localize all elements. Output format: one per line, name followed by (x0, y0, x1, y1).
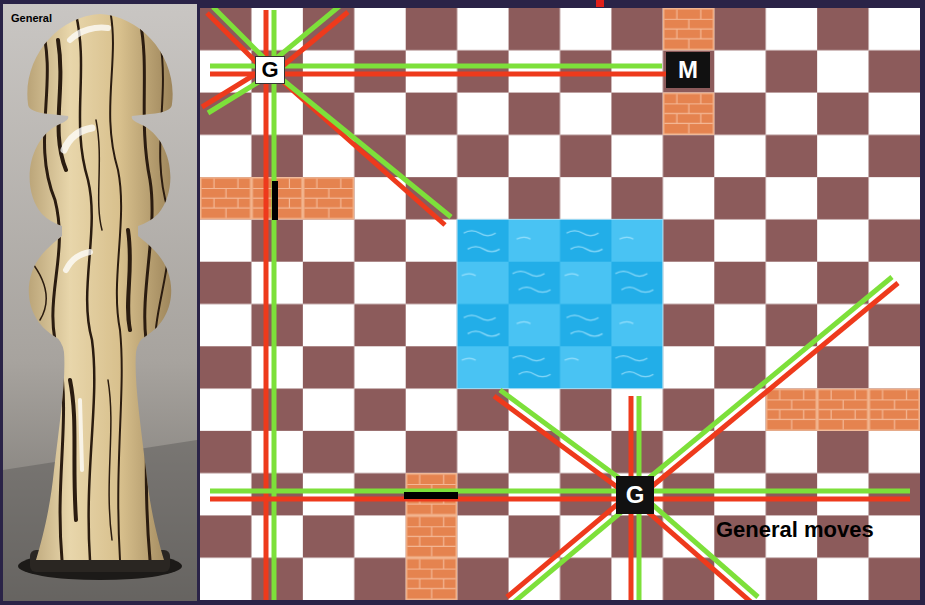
move-line (272, 10, 277, 600)
move-line (632, 277, 892, 492)
edge-mark (596, 0, 604, 7)
photo-caption: General (11, 12, 52, 24)
move-line (264, 10, 269, 600)
wood-grain (30, 10, 170, 560)
wall-square (766, 389, 920, 431)
general-piece: G (255, 56, 285, 84)
general-piece: G (616, 476, 654, 514)
move-line (210, 489, 910, 494)
wall-square (663, 93, 714, 135)
move-line (507, 492, 632, 597)
lake-squares (457, 219, 663, 388)
game-board (200, 0, 920, 600)
wall-squares (200, 8, 920, 600)
piece-letter: G (626, 483, 645, 507)
marshal-piece: M (666, 52, 710, 88)
move-line (638, 492, 758, 597)
diagram-caption: General moves (716, 518, 874, 542)
block-bar (404, 492, 458, 499)
piece-letter: M (678, 58, 698, 82)
move-line (638, 283, 898, 498)
move-line (494, 396, 632, 498)
piece-photo (0, 0, 200, 601)
piece-letter: G (261, 59, 278, 81)
piece-highlight (64, 28, 108, 471)
move-line (267, 67, 451, 217)
move-lines (202, 8, 910, 600)
move-line (210, 497, 910, 502)
piece-body (0, 0, 200, 570)
block-bar (272, 181, 278, 220)
wall-square (200, 177, 354, 219)
checker-squares (200, 8, 920, 600)
wall-square (663, 8, 714, 50)
